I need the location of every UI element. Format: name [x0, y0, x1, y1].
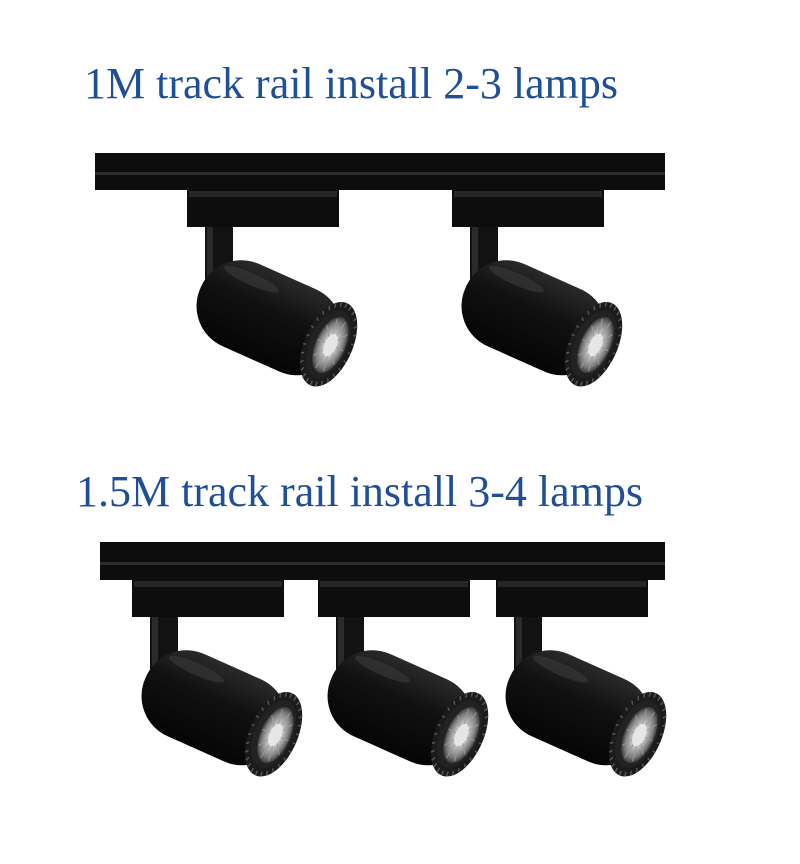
- track-light-fixture: [496, 579, 667, 777]
- lamp-lens: [608, 691, 667, 777]
- track-light-fixture: [318, 579, 489, 777]
- lamp-body: [505, 650, 667, 777]
- caption-1m-track: 1M track rail install 2-3 lamps: [84, 59, 618, 108]
- track-adapter: [452, 189, 604, 227]
- lamp-lens: [564, 301, 623, 387]
- lamp-body: [196, 260, 358, 387]
- lamp-body: [327, 650, 489, 777]
- track-adapter: [132, 579, 284, 617]
- track-light-fixture: [132, 579, 303, 777]
- track-adapter: [318, 579, 470, 617]
- track-rail-1m: [95, 153, 665, 190]
- lamp-body: [141, 650, 303, 777]
- track-light-fixture: [452, 189, 623, 387]
- track-rail-1-5m: [100, 542, 665, 580]
- track-light-fixture: [187, 189, 358, 387]
- track-adapter: [187, 189, 339, 227]
- track-adapter: [496, 579, 648, 617]
- caption-1-5m-track: 1.5M track rail install 3-4 lamps: [76, 467, 643, 516]
- lamp-lens: [244, 691, 303, 777]
- lamp-body: [461, 260, 623, 387]
- lamp-lens: [430, 691, 489, 777]
- lamp-lens: [299, 301, 358, 387]
